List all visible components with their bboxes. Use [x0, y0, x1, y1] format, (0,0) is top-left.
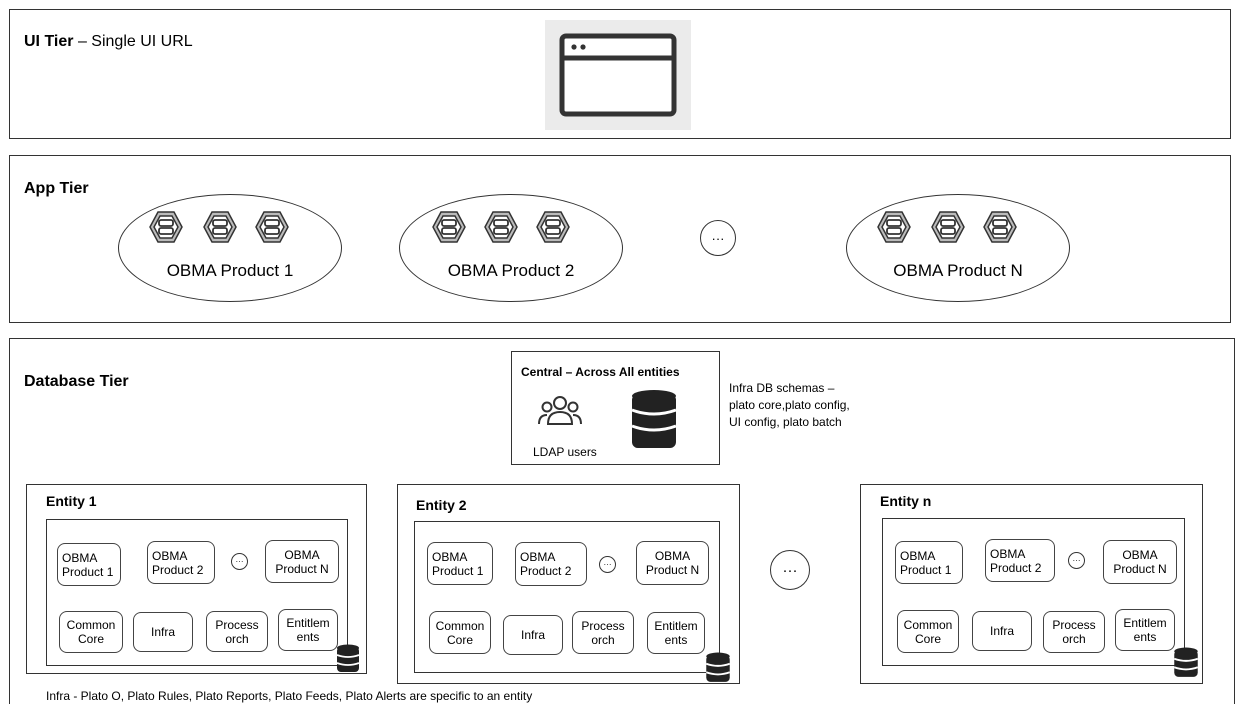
app-product-label: OBMA Product 2 [447, 261, 575, 280]
database-tier-box: Database Tier Central – Across All entit… [9, 338, 1235, 704]
database-icon [705, 652, 731, 682]
app-tier-title: App Tier [24, 180, 89, 197]
more-products-icon: ··· [1068, 552, 1085, 569]
server-hexagon-icon [203, 211, 237, 243]
central-db-box: Central – Across All entities LDAP users [511, 351, 720, 465]
server-hexagon-icon [432, 211, 466, 243]
database-icon [1173, 647, 1199, 677]
ldap-users-label: LDAP users [533, 445, 597, 459]
footnote: Infra - Plato O, Plato Rules, Plato Repo… [46, 689, 533, 703]
ui-tier-box: UI Tier – Single UI URL [9, 9, 1231, 139]
server-hexagon-icon [255, 211, 289, 243]
server-hexagon-icon [983, 211, 1017, 243]
app-product-2-cluster: OBMA Product 2 [399, 194, 623, 302]
more-products-icon: ··· [599, 556, 616, 573]
central-title: Central – Across All entities [521, 365, 680, 379]
server-hexagon-icon [931, 211, 965, 243]
server-hexagon-icon [149, 211, 183, 243]
app-product-n-cluster: OBMA Product N [846, 194, 1070, 302]
more-products-icon: ··· [700, 220, 736, 256]
entity-title: Entity 2 [416, 497, 467, 513]
database-icon [336, 644, 360, 672]
more-products-icon: ··· [231, 553, 248, 570]
app-product-1-cluster: OBMA Product 1 [118, 194, 342, 302]
server-hexagon-icon [536, 211, 570, 243]
entity-module-infra: Infra [133, 612, 193, 652]
entity-module-infra: Infra [503, 615, 563, 655]
schemas-note: Infra DB schemas – plato core,plato conf… [729, 381, 850, 429]
entity-title: Entity 1 [46, 493, 97, 509]
ui-tier-title: UI Tier – Single UI URL [24, 33, 193, 50]
server-hexagon-icon [484, 211, 518, 243]
database-tier-title: Database Tier [24, 373, 129, 390]
users-group-icon [538, 396, 582, 425]
app-product-label: OBMA Product N [893, 261, 1023, 280]
entity-title: Entity n [880, 493, 932, 509]
entity-module-infra: Infra [972, 611, 1032, 651]
app-tier-box: App Tier OBMA Product 1 [9, 155, 1231, 323]
database-icon [631, 390, 677, 448]
more-entities-icon: ··· [770, 550, 810, 590]
server-hexagon-icon [877, 211, 911, 243]
app-product-label: OBMA Product 1 [166, 261, 294, 280]
browser-window-icon [545, 20, 691, 130]
